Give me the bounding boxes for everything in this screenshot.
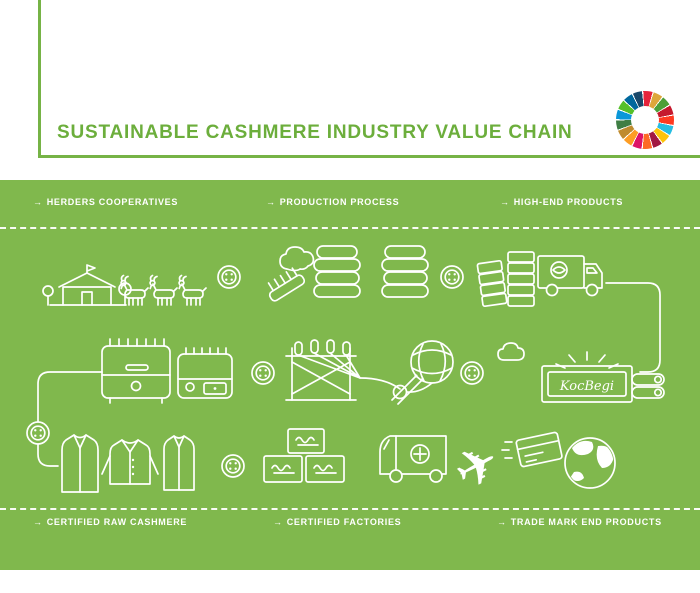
globe-icon — [564, 437, 616, 489]
value-chain-art: KocBegi — [26, 245, 665, 504]
steam-cloud-icon — [497, 342, 525, 361]
accent-horizontal-line — [38, 155, 700, 158]
footer-strip — [0, 570, 700, 593]
label-production-process: →PRODUCTION PROCESS — [266, 197, 399, 207]
page-title: SUSTAINABLE CASHMERE INDUSTRY VALUE CHAI… — [57, 122, 573, 143]
button-connector-icon — [221, 454, 245, 478]
sdg-wheel-center — [631, 106, 659, 134]
goat-icon — [178, 274, 207, 306]
coat-icon — [163, 435, 195, 491]
connector-right — [605, 282, 661, 373]
cashmere-fluff-icon — [279, 246, 315, 272]
airplane-icon: ✈ — [444, 430, 511, 503]
connector-left — [37, 371, 103, 467]
arrow-icon: → — [33, 517, 43, 527]
label-herders-cooperatives: →HERDERS COOPERATIVES — [33, 197, 178, 207]
label-text: TRADE MARK END PRODUCTS — [510, 517, 662, 527]
arrow-icon: → — [273, 517, 283, 527]
truck-icon — [537, 255, 603, 297]
arrow-icon: → — [497, 517, 507, 527]
dehairing-machine-icon — [101, 338, 171, 404]
fabric-rolls-icon — [631, 373, 665, 399]
label-trade-mark-end-products: →TRADE MARK END PRODUCTS — [497, 517, 662, 527]
credit-card-icon — [501, 431, 563, 468]
dashed-divider-top — [0, 227, 700, 229]
label-text: CERTIFIED FACTORIES — [286, 517, 402, 527]
packed-bales-icon — [476, 251, 535, 308]
button-connector-icon — [440, 265, 464, 289]
arrow-icon: → — [266, 197, 276, 207]
yarn-ball-icon — [391, 340, 454, 405]
label-text: CERTIFIED RAW CASHMERE — [46, 517, 188, 527]
button-connector-icon — [217, 265, 241, 289]
coat-icon — [61, 434, 99, 493]
branded-boxes-icon — [263, 428, 345, 483]
label-text: HERDERS COOPERATIVES — [46, 197, 179, 207]
sun-rays-icon — [555, 351, 619, 369]
raw-cashmere-bales-icon — [381, 245, 429, 298]
factory-icon: KocBegi — [497, 342, 633, 403]
label-certified-factories: →CERTIFIED FACTORIES — [273, 517, 401, 527]
cardigan-icon — [101, 439, 159, 485]
yurt-icon — [42, 264, 132, 306]
delivery-van-icon — [379, 435, 447, 483]
header: SUSTAINABLE CASHMERE INDUSTRY VALUE CHAI… — [0, 0, 700, 180]
label-high-end-products: →HIGH-END PRODUCTS — [500, 197, 623, 207]
button-connector-icon — [460, 361, 484, 385]
arrow-icon: → — [500, 197, 510, 207]
button-connector-icon — [251, 361, 275, 385]
factory-brand-sign: KocBegi — [559, 379, 614, 394]
dashed-divider-bottom — [0, 508, 700, 510]
combing-icon — [267, 246, 315, 302]
spinning-frame-icon — [285, 339, 401, 401]
value-chain-diagram: →HERDERS COOPERATIVES →PRODUCTION PROCES… — [0, 180, 700, 570]
sdg-wheel-icon — [616, 91, 674, 149]
knitting-needles-icon — [391, 375, 423, 405]
label-certified-raw-cashmere: →CERTIFIED RAW CASHMERE — [33, 517, 187, 527]
label-text: HIGH-END PRODUCTS — [513, 197, 624, 207]
accent-vertical-line — [38, 0, 41, 158]
button-connector-icon — [26, 421, 50, 445]
label-text: PRODUCTION PROCESS — [279, 197, 400, 207]
washing-machine-icon — [177, 347, 233, 399]
goat-icon — [149, 274, 178, 306]
arrow-icon: → — [33, 197, 43, 207]
raw-cashmere-bales-icon — [313, 245, 361, 298]
